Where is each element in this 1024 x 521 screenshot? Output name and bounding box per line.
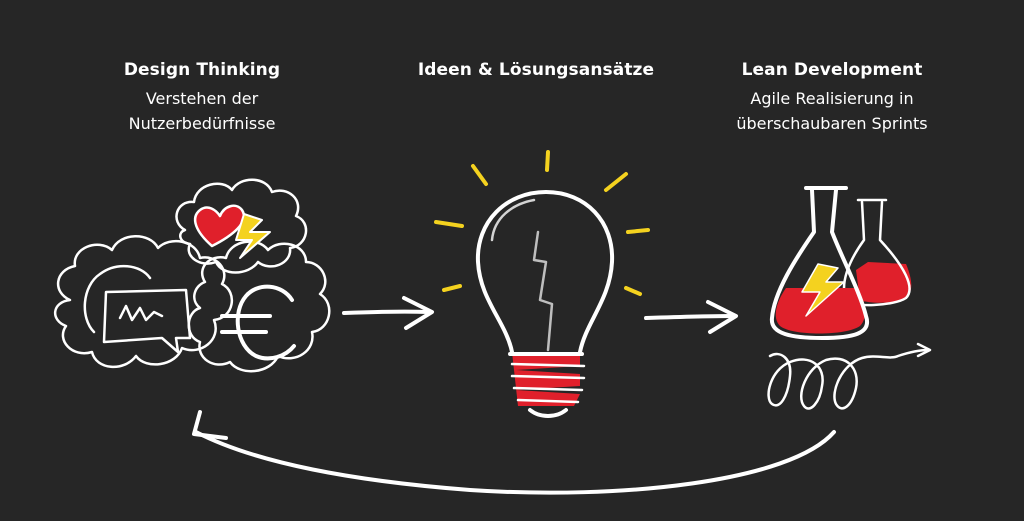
lightning-icon [801, 263, 845, 317]
sprint-loop-icon [767, 342, 932, 410]
speech-bubble-icon [83, 265, 192, 354]
stage-design-thinking: Design Thinking Verstehen der Nutzerbedü… [52, 60, 352, 136]
stage-subtitle-line: Verstehen der [145, 89, 259, 108]
stage-lean-development: Lean Development Agile Realisierung in ü… [682, 60, 982, 136]
light-bulb-icon [434, 150, 650, 418]
lab-flask-icon [769, 186, 912, 340]
stage-title: Lean Development [741, 60, 923, 80]
feedback-arrow-3-to-1 [192, 410, 836, 495]
stage-subtitle-line: überschaubaren Sprints [736, 114, 928, 133]
lightning-icon [235, 213, 271, 259]
stage-title: Ideen & Lösungsansätze [417, 60, 655, 80]
stage-subtitle: Agile Realisierung in überschaubaren Spr… [682, 86, 982, 136]
arrow-1-to-2 [342, 296, 434, 330]
stage-subtitle-line: Agile Realisierung in [750, 89, 914, 108]
stage-ideas: Ideen & Lösungsansätze [386, 60, 686, 80]
euro-icon [220, 284, 296, 361]
stage-title: Design Thinking [123, 60, 281, 80]
stage-subtitle-line: Nutzerbedürfnisse [128, 114, 276, 133]
arrow-2-to-3 [644, 300, 738, 334]
stage-subtitle: Verstehen der Nutzerbedürfnisse [52, 86, 352, 136]
